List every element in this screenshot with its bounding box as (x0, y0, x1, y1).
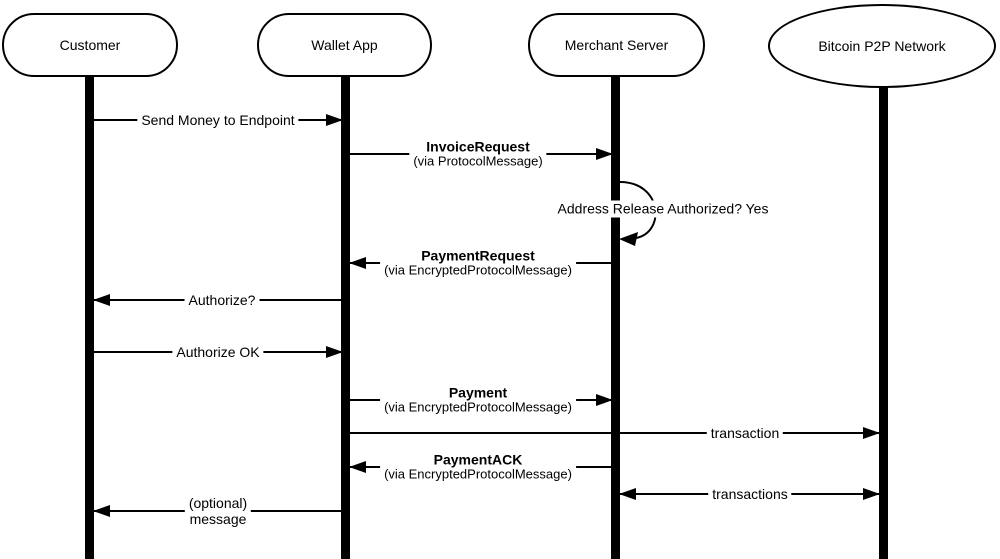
arrowhead-left-icon (93, 505, 110, 517)
arrowhead-right-icon (596, 148, 613, 160)
message-label: InvoiceRequest (via ProtocolMessage) (409, 138, 547, 169)
lifeline-bitcoin-p2p-network (879, 87, 888, 559)
message-line (350, 432, 879, 434)
arrowhead-right-icon (863, 427, 880, 439)
arrowhead-left-icon (93, 294, 110, 306)
lifeline-wallet-app (341, 76, 350, 559)
arrowhead-left-icon (349, 461, 366, 473)
actor-merchant-server: Merchant Server (528, 13, 705, 77)
message-sublabel: (via EncryptedProtocolMessage) (384, 262, 572, 278)
message-name: InvoiceRequest (426, 138, 530, 155)
arrowhead-right-icon (596, 394, 613, 406)
message-label: Authorize? (184, 292, 260, 308)
message-sublabel: (via ProtocolMessage) (413, 153, 543, 169)
message-sublabel: (via EncryptedProtocolMessage) (384, 399, 572, 415)
arrowhead-left-icon (619, 488, 636, 500)
arrowhead-right-icon (863, 488, 880, 500)
message-label: PaymentRequest (via EncryptedProtocolMes… (380, 247, 576, 278)
message-label: (optional) message (184, 495, 252, 527)
actor-merchant-server-label: Merchant Server (564, 37, 669, 53)
message-label: transactions (708, 486, 792, 502)
actor-customer-label: Customer (59, 37, 121, 53)
actor-wallet-app-label: Wallet App (311, 37, 378, 53)
actor-customer: Customer (2, 13, 178, 77)
message-label: Payment (via EncryptedProtocolMessage) (380, 384, 576, 415)
lifeline-customer (85, 76, 94, 559)
arrowhead-left-icon (349, 257, 366, 269)
message-name: PaymentRequest (421, 247, 535, 264)
self-loop-label: Address Release Authorized? Yes (554, 200, 772, 218)
lifeline-merchant-server (611, 76, 620, 559)
actor-wallet-app: Wallet App (257, 13, 432, 77)
actor-bitcoin-p2p-network-label: Bitcoin P2P Network (818, 38, 946, 54)
message-sublabel: (via EncryptedProtocolMessage) (384, 466, 572, 482)
message-name: PaymentACK (433, 451, 523, 468)
actor-bitcoin-p2p-network: Bitcoin P2P Network (768, 4, 996, 88)
message-label: PaymentACK (via EncryptedProtocolMessage… (380, 451, 576, 482)
message-name: Payment (448, 384, 508, 401)
arrowhead-right-icon (326, 346, 343, 358)
message-label: Authorize OK (172, 344, 264, 360)
message-label: transaction (706, 425, 784, 441)
message-name: (optional) (188, 495, 248, 511)
arrowhead-left-icon (619, 232, 638, 246)
arrowhead-right-icon (326, 114, 343, 126)
message-sublabel: message (189, 511, 247, 527)
message-label: Send Money to Endpoint (137, 112, 299, 128)
